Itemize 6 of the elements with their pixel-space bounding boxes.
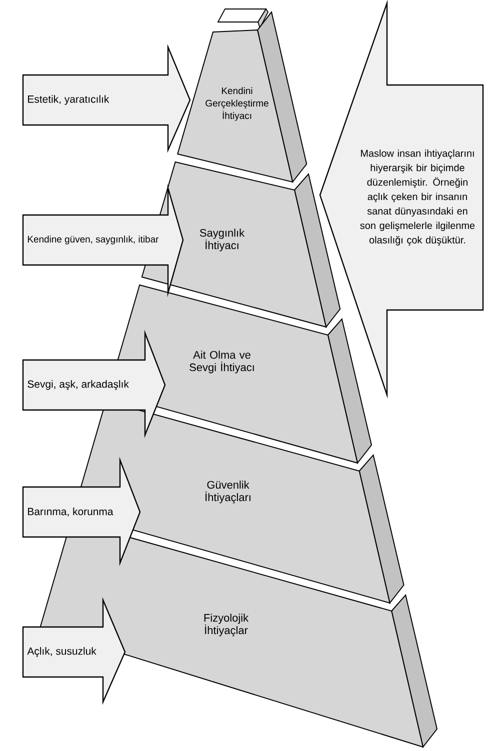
pointer-callout: Estetik, yaratıcılık: [22, 44, 191, 153]
node-label: Fizyolojik İhtiyaçlar: [204, 614, 249, 636]
pointer-callout: Barınma, korunma: [22, 456, 141, 566]
pointer-callout: Sevgi, aşk, arkadaşlık: [22, 330, 166, 438]
pointer-callout: Kendine güven, saygınlık, itibar: [22, 184, 184, 298]
pointer-callout: Açlık, susuzluk: [22, 597, 126, 705]
